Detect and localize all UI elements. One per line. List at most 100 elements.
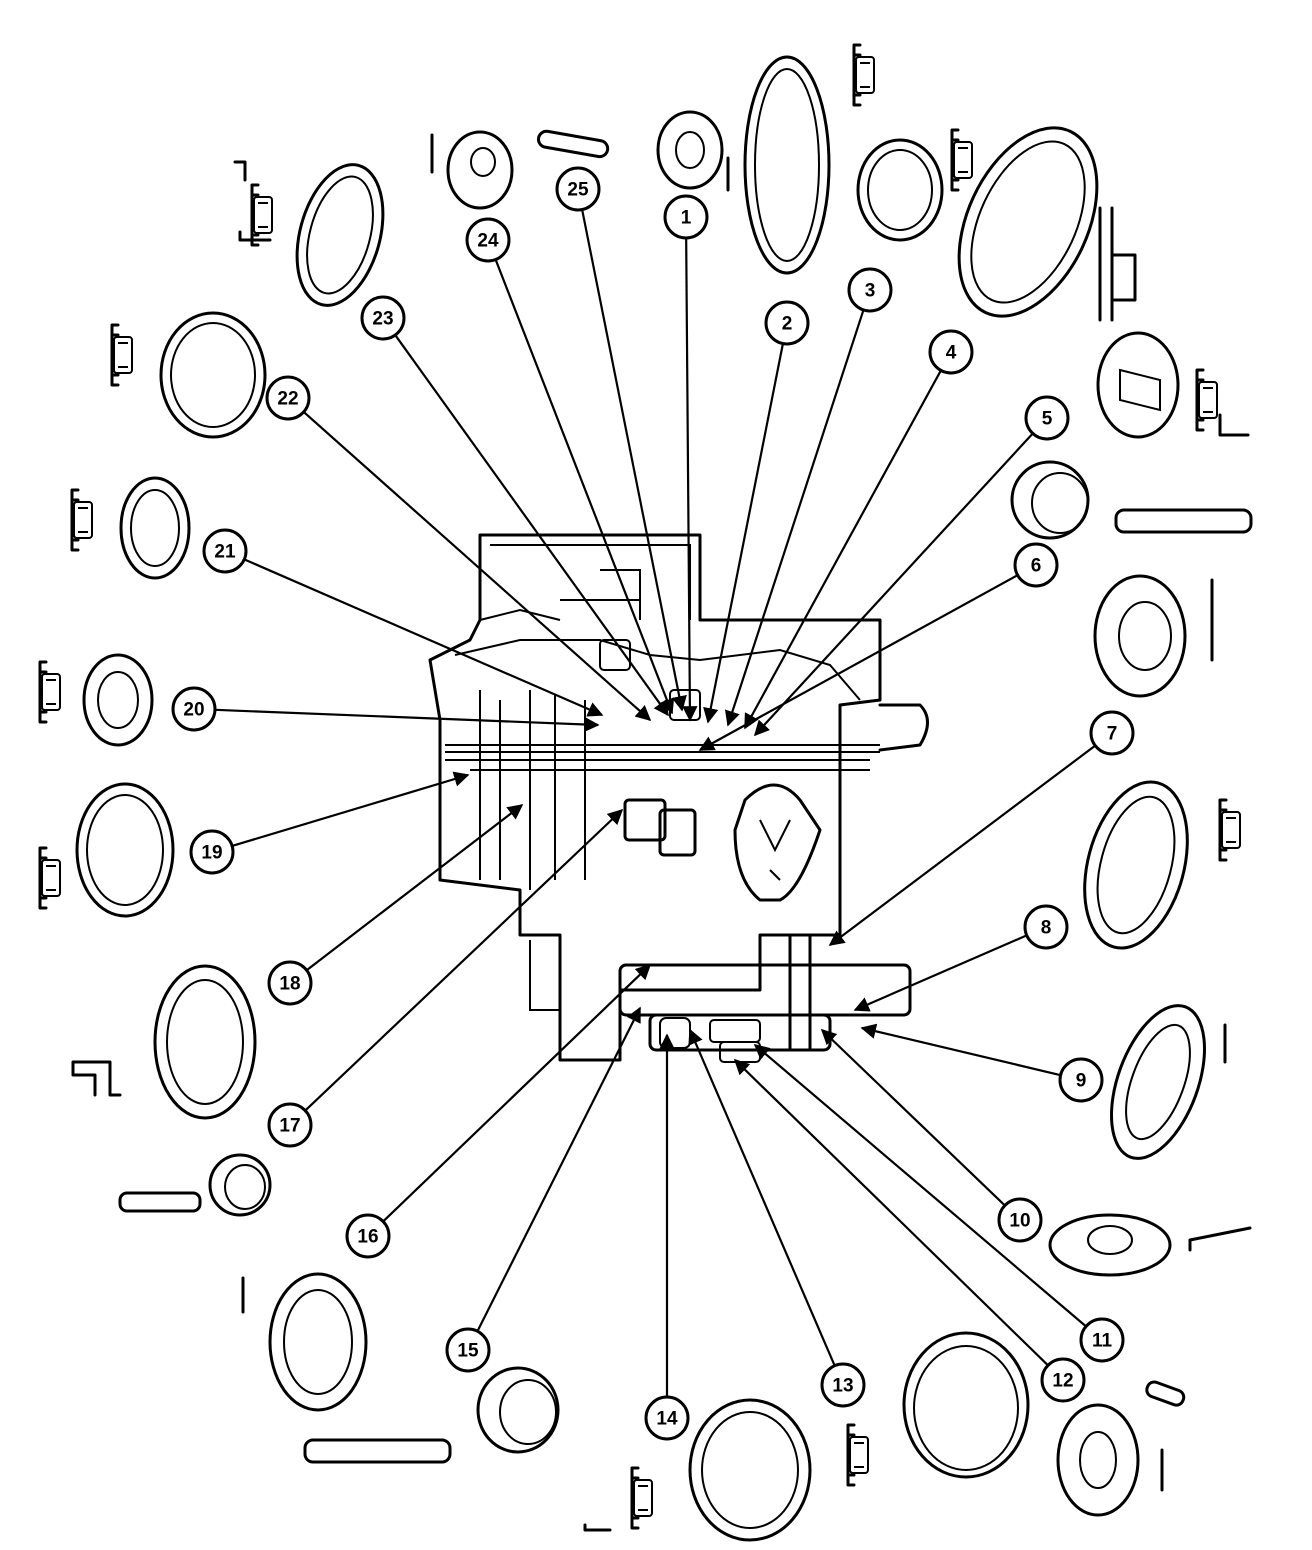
callout-label-24: 24 (477, 231, 499, 252)
callout-circle-25 (555, 166, 601, 212)
leader-line-15 (476, 1006, 641, 1332)
clip-left-2 (38, 846, 62, 910)
callout-label-22: 22 (277, 389, 298, 410)
leader-line-2 (703, 343, 785, 724)
callout-label-15: 15 (457, 1341, 479, 1362)
surrounding-parts (38, 43, 1253, 1542)
seal-left-6 (295, 163, 385, 307)
callout-label-2: 2 (782, 314, 793, 335)
callout-circle-12 (1040, 1357, 1086, 1403)
leader-line-20 (214, 708, 600, 733)
callout-circle-4 (928, 329, 974, 375)
clip-left-6 (250, 183, 274, 247)
callout-circle-23 (360, 295, 406, 341)
pin-top (536, 129, 610, 159)
leader-line-23 (394, 334, 669, 717)
leader-line-12 (733, 1058, 1049, 1367)
leader-line-6 (698, 574, 1019, 751)
clip-bottom-center (630, 1466, 654, 1530)
hub-right (1096, 331, 1180, 439)
ring-right-2 (1083, 780, 1189, 950)
callout-circle-5 (1024, 395, 1070, 441)
callout-circle-24 (465, 217, 511, 263)
leader-line-13 (688, 1028, 836, 1367)
washer-left-4 (119, 476, 191, 580)
clip-left-4 (70, 488, 94, 552)
callout-label-17: 17 (279, 1116, 300, 1137)
clip-right-2 (1218, 798, 1242, 862)
transmission-assembly (428, 533, 929, 1063)
callout-label-21: 21 (214, 542, 236, 563)
callout-circle-20 (171, 686, 217, 732)
callout-circle-3 (847, 267, 893, 313)
leader-line-1 (682, 237, 698, 722)
rod-left (118, 1191, 202, 1213)
rod-right (1114, 508, 1253, 534)
washer-left-3 (82, 653, 154, 747)
seal-disc (1048, 1213, 1172, 1277)
leader-line-19 (231, 771, 470, 848)
callout-circle-18 (267, 960, 313, 1006)
callout-circle-19 (189, 829, 235, 875)
pin-bottom-right (1145, 1380, 1186, 1407)
washer-top-left (446, 130, 514, 210)
snap-ring-left (153, 964, 257, 1120)
leader-line-10 (820, 1028, 1006, 1207)
callout-circle-14 (644, 1395, 690, 1441)
callout-circle-11 (1079, 1317, 1125, 1363)
callout-circle-6 (1013, 542, 1059, 588)
leader-line-25 (581, 209, 687, 712)
callout-label-16: 16 (357, 1227, 378, 1248)
clip-left-5 (110, 323, 134, 387)
callout-circle-22 (265, 375, 311, 421)
clip-top (852, 43, 876, 107)
bearing-race-bottom (688, 1398, 812, 1542)
leader-line-21 (243, 558, 604, 717)
clip-bottom (846, 1423, 870, 1487)
washer-right-1 (1093, 574, 1187, 698)
clip-right-1 (1195, 368, 1219, 432)
callout-label-8: 8 (1041, 918, 1052, 939)
large-ring-top (743, 55, 831, 275)
needle-bearing-right (1010, 460, 1090, 540)
callout-label-6: 6 (1031, 556, 1042, 577)
leader-line-8 (853, 934, 1028, 1012)
callout-label-4: 4 (946, 343, 957, 364)
callout-circle-16 (345, 1213, 391, 1259)
washer-bottom-right (1056, 1403, 1140, 1517)
callout-label-9: 9 (1076, 1071, 1087, 1092)
leader-line-11 (753, 1044, 1087, 1328)
callout-label-19: 19 (201, 843, 222, 864)
callout-circle-10 (997, 1197, 1043, 1243)
washer-top-small (656, 110, 724, 190)
callout-label-7: 7 (1107, 724, 1118, 745)
washer-bottom-left (268, 1272, 368, 1412)
leader-line-7 (828, 744, 1096, 946)
callout-label-5: 5 (1042, 409, 1053, 430)
ring-left-5 (159, 311, 267, 439)
callout-circle-15 (445, 1327, 491, 1373)
callout-label-11: 11 (1092, 1331, 1113, 1352)
washer-right-3 (1110, 1004, 1206, 1160)
clip-top-right (950, 128, 974, 192)
plate-top-right (957, 126, 1099, 318)
bearing-race-top (856, 138, 944, 242)
leader-line-9 (860, 1023, 1061, 1077)
callout-label-23: 23 (372, 309, 393, 330)
callout-circle-21 (202, 528, 248, 574)
callout-label-3: 3 (865, 281, 876, 302)
callout-circle-9 (1058, 1057, 1104, 1103)
bearing-left-lower (208, 1153, 272, 1217)
leader-line-22 (302, 411, 652, 722)
leader-line-18 (305, 804, 524, 972)
callout-circle-1 (663, 194, 709, 240)
callout-circle-2 (764, 300, 810, 346)
bearing-cup-bottom-right (902, 1331, 1030, 1479)
callout-layer: 1234567891011121314151617181920212223242… (171, 166, 1135, 1441)
callout-circle-8 (1023, 904, 1069, 950)
leader-line-17 (304, 808, 624, 1112)
callout-label-10: 10 (1009, 1211, 1030, 1232)
leader-line-4 (744, 369, 942, 730)
callout-label-13: 13 (832, 1376, 853, 1397)
